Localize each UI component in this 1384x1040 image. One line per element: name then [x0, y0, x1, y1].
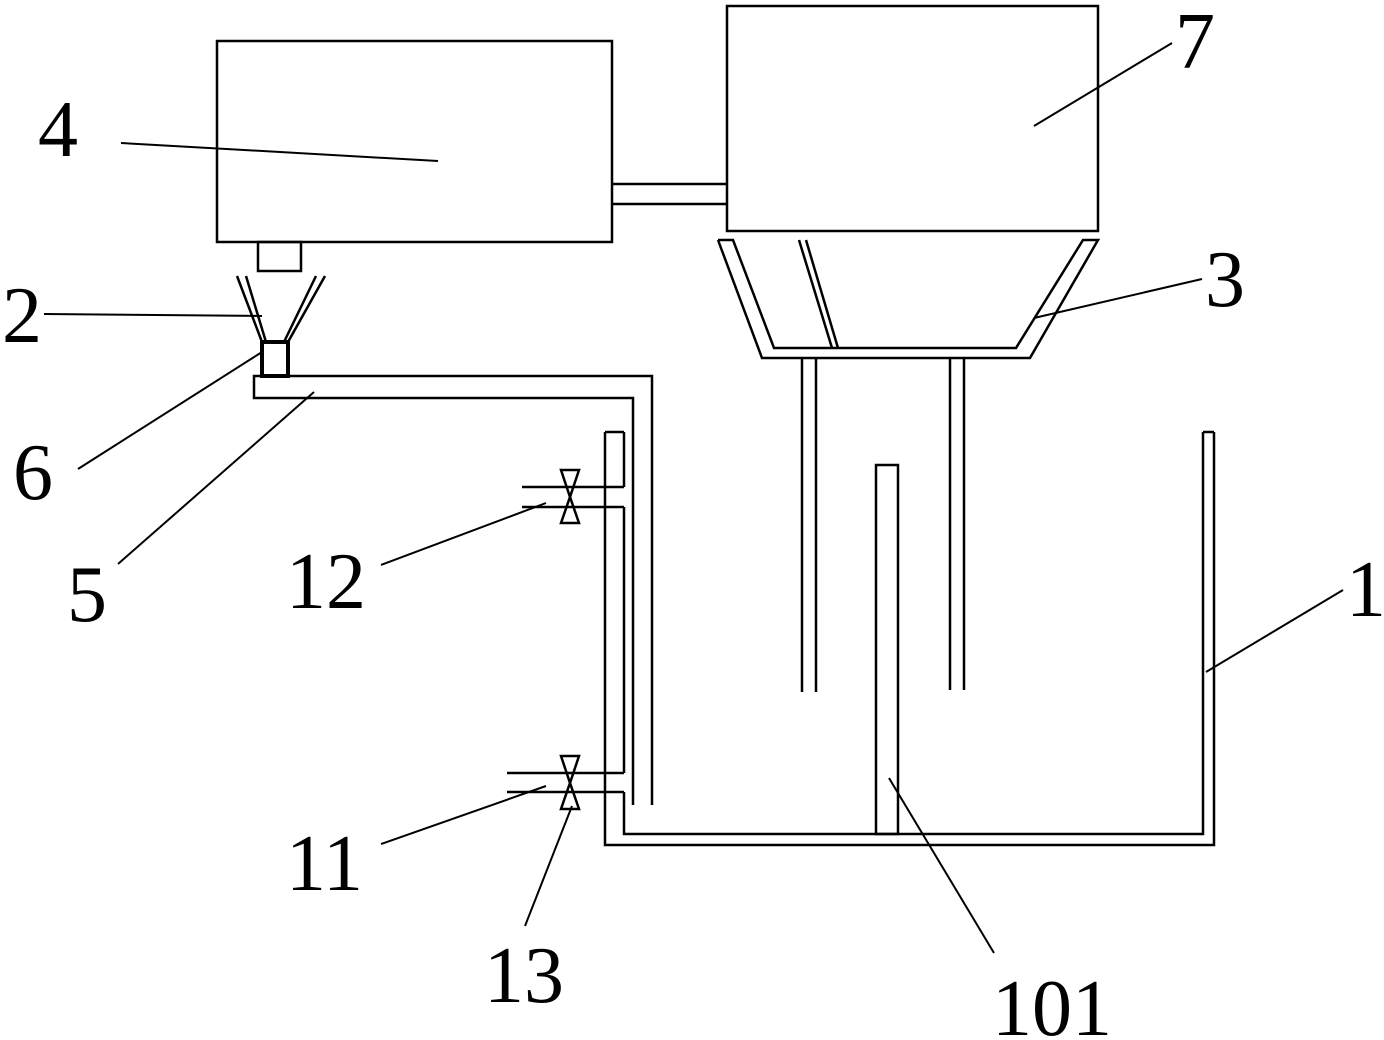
label-tank: 1	[1346, 546, 1384, 634]
label-left-box: 4	[38, 86, 78, 174]
upper-valve-inlet	[522, 468, 624, 525]
label-lower-valve-inlet: 11	[286, 820, 363, 908]
label-baffle: 101	[992, 965, 1112, 1040]
leader-lines	[43, 42, 1344, 954]
label-left-hopper: 2	[2, 272, 42, 360]
baffle	[874, 463, 900, 836]
left-hopper	[235, 275, 327, 343]
feed-pipe	[252, 374, 654, 805]
lower-valve-inlet	[507, 754, 624, 811]
label-feed-pipe: 5	[67, 551, 107, 639]
tank	[603, 430, 1216, 847]
label-right-box: 7	[1175, 0, 1215, 86]
label-right-hopper: 3	[1205, 236, 1245, 324]
label-outlet: 6	[13, 429, 53, 517]
left-box	[215, 39, 614, 273]
label-upper-valve-inlet: 12	[286, 538, 366, 626]
downpipes	[800, 358, 966, 692]
right-box	[725, 4, 1100, 233]
outlet	[260, 340, 290, 378]
label-valve: 13	[484, 932, 564, 1020]
connecting-pipe	[612, 182, 727, 206]
right-hopper	[716, 238, 1101, 360]
